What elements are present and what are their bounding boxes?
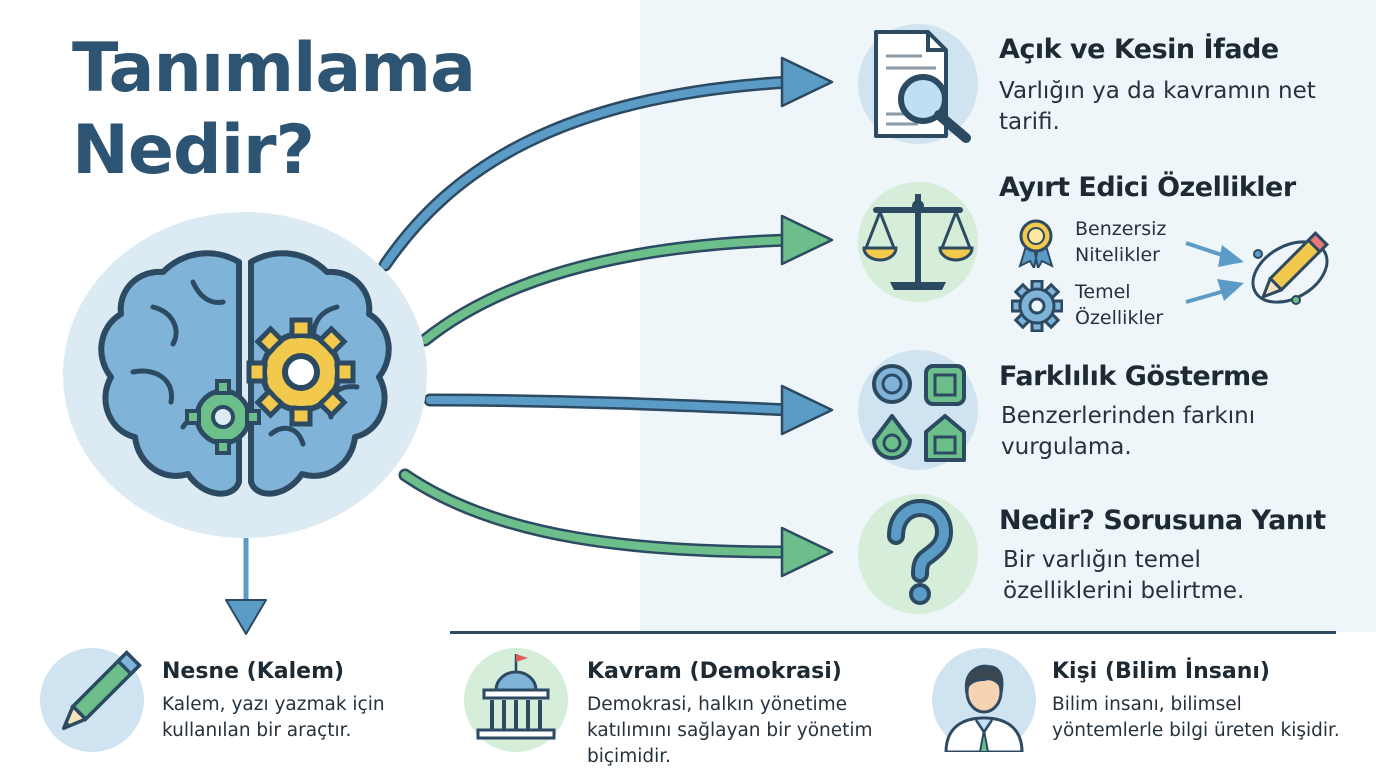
- right-panel-background: [640, 0, 1376, 632]
- shapes-icon: [872, 364, 966, 462]
- sub-label-1: Benzersiz Nitelikler: [1075, 218, 1167, 266]
- scientist-icon-badge: [932, 648, 1036, 752]
- arrowhead-3: [780, 384, 834, 436]
- question-icon-badge: [858, 494, 978, 614]
- document-search-icon-badge: [858, 24, 978, 144]
- item-1-heading: Açık ve Kesin İfade: [999, 34, 1279, 65]
- arrowhead-4: [780, 526, 834, 578]
- brain-icon: [63, 212, 427, 538]
- pencil-icon: [61, 650, 142, 731]
- page-title: Tanımlama Nedir?: [72, 28, 476, 192]
- example-1-heading: Nesne (Kalem): [162, 659, 345, 684]
- item-4-description: Bir varlığın temel özelliklerini belirtm…: [1003, 547, 1245, 604]
- example-2-description: Demokrasi, halkın yönetime katılımını sa…: [587, 694, 873, 767]
- arrow-to-item-2: [418, 233, 797, 347]
- government-building-icon-badge: [464, 648, 568, 752]
- brain-illustration: [63, 212, 427, 538]
- small-gear-icon: [185, 379, 261, 455]
- arrowhead-1: [780, 56, 834, 108]
- arrowhead-2: [780, 214, 834, 266]
- sub-label-2: Temel Özellikler: [1075, 281, 1164, 329]
- example-3-heading: Kişi (Bilim İnsanı): [1052, 659, 1270, 684]
- pencil-icon-badge: [40, 648, 144, 752]
- scale-icon-badge: [858, 182, 978, 302]
- item-2-heading: Ayırt Edici Özellikler: [999, 172, 1296, 203]
- award-ribbon-icon: [1018, 219, 1054, 268]
- arrowhead-down: [225, 599, 267, 635]
- example-2-heading: Kavram (Demokrasi): [587, 659, 842, 684]
- title-line-1: Tanımlama: [72, 29, 476, 108]
- item-4-heading: Nedir? Sorusuna Yanıt: [999, 505, 1326, 536]
- scale-icon: [862, 194, 974, 290]
- government-building-icon: [476, 654, 556, 740]
- scientist-icon: [944, 664, 1024, 752]
- item-3-description: Benzerlerinden farkını vurgulama.: [1001, 403, 1256, 460]
- document-search-icon: [874, 30, 971, 143]
- item-1-description: Varlığın ya da kavramın net tarifi.: [999, 78, 1316, 135]
- shapes-icon-badge: [858, 350, 978, 470]
- large-gear-icon: [246, 317, 356, 427]
- gear-icon: [1011, 280, 1063, 332]
- item-3-heading: Farklılık Gösterme: [999, 361, 1269, 392]
- example-3-description: Bilim insanı, bilimsel yöntemlerle bilgi…: [1052, 694, 1340, 741]
- example-1-description: Kalem, yazı yazmak için kullanılan bir a…: [162, 694, 385, 741]
- title-line-2: Nedir?: [72, 111, 315, 190]
- sub-arrow-2: [1185, 288, 1229, 304]
- orbit-pencil-icon: [1251, 231, 1329, 305]
- divider-line: [450, 631, 1336, 634]
- question-mark-icon: [887, 498, 954, 605]
